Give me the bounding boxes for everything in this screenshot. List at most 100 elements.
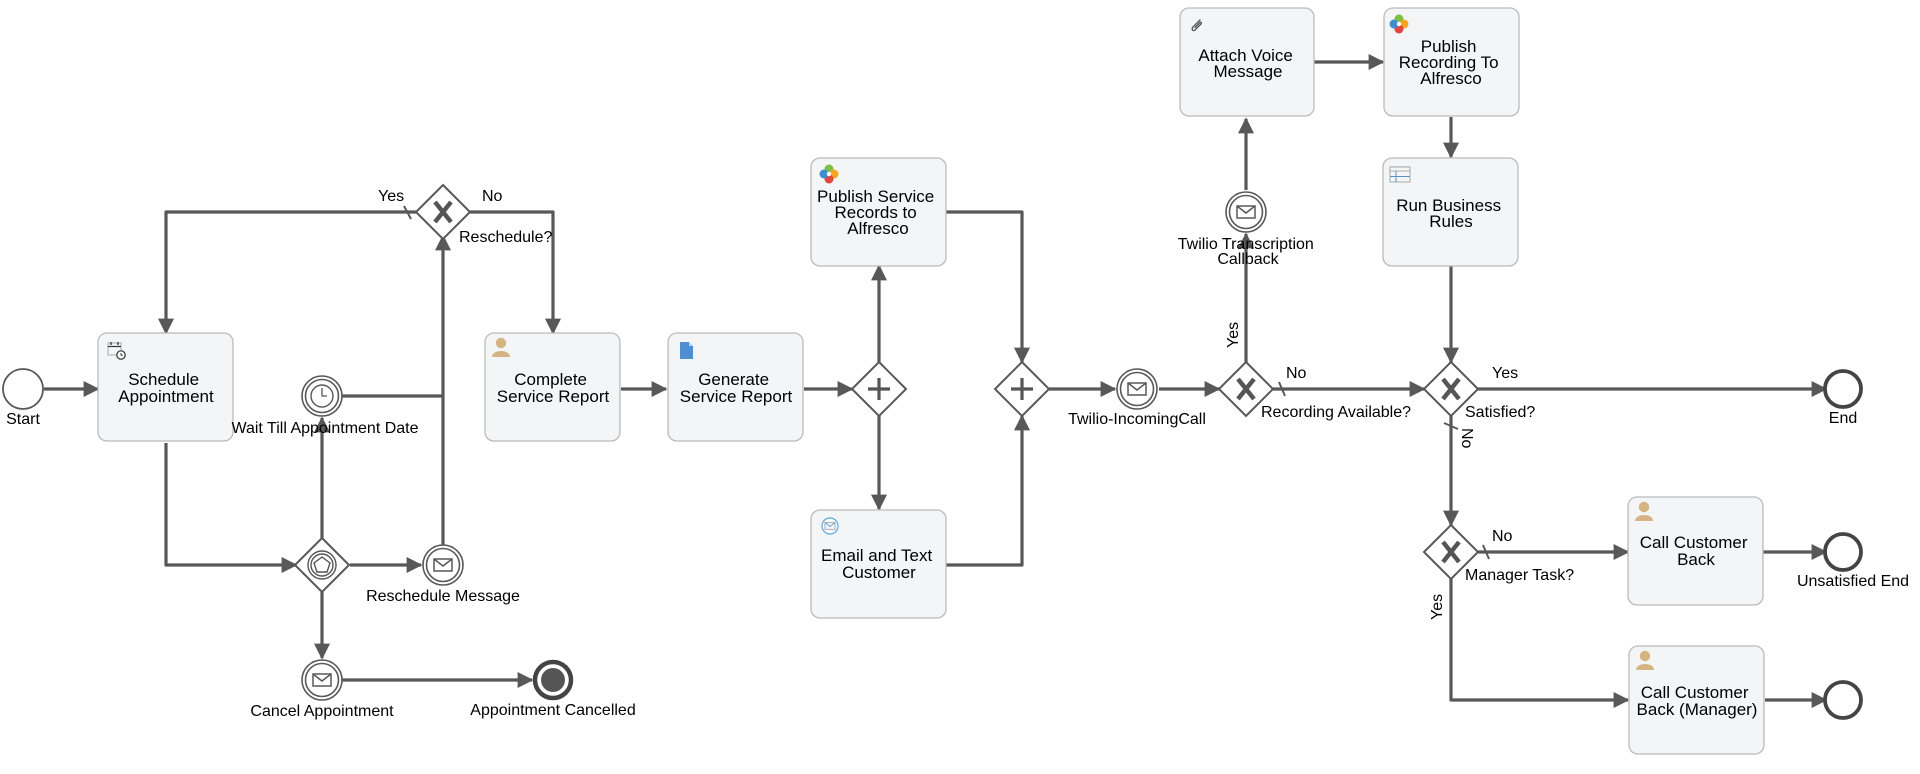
flow-label-no: No	[1492, 528, 1513, 545]
task-label-line: Publish Service	[817, 187, 934, 206]
task-label: Publish Recording To Alfresco	[1399, 37, 1504, 88]
twilio-incoming-call-label: Twilio-IncomingCall	[1068, 411, 1206, 428]
envelope-icon	[433, 558, 453, 572]
flow-email-to-join[interactable]	[945, 414, 1030, 567]
flow-manager-yes[interactable]	[1449, 579, 1630, 708]
task-label-line: Back (Manager)	[1637, 700, 1758, 719]
gateway-recording-available-label: Recording Available?	[1261, 404, 1411, 421]
task-generate-service-report[interactable]: Generate Service Report	[667, 332, 804, 442]
task-label: Call Customer Back (Manager)	[1637, 683, 1758, 719]
reschedule-message-label: Reschedule Message	[366, 588, 520, 605]
gateway-manager-task[interactable]	[1422, 523, 1480, 581]
flow-schedule-to-event-gateway[interactable]	[164, 443, 298, 573]
start-event[interactable]	[2, 368, 44, 410]
exclusive-x-icon	[1236, 377, 1256, 401]
task-label: Run Business Rules	[1396, 196, 1506, 231]
flow-reschedule-no[interactable]	[470, 210, 561, 335]
appointment-cancelled-end-event[interactable]	[532, 659, 574, 701]
start-event-label: Start	[6, 411, 40, 428]
twilio-incoming-call-event[interactable]	[1116, 368, 1158, 410]
task-label-line: Customer	[842, 563, 916, 582]
gateway-reschedule-label: Reschedule?	[459, 229, 553, 246]
sequence-flows	[44, 54, 1828, 708]
task-schedule-appointment[interactable]: Schedule Appointment	[97, 332, 234, 442]
flow-label-yes: Yes	[1429, 594, 1446, 620]
cancel-appointment-label: Cancel Appointment	[250, 703, 394, 720]
flow-publish-to-join[interactable]	[945, 210, 1030, 364]
task-label-line: Email and Text	[821, 546, 932, 565]
user-icon	[1635, 501, 1653, 521]
flow-label-no: No	[1286, 365, 1307, 382]
gateway-manager-task-label: Manager Task?	[1465, 567, 1574, 584]
gateway-satisfied-label: Satisfied?	[1465, 404, 1535, 421]
default-flow-marker	[1482, 544, 1490, 560]
gateway-parallel-join[interactable]	[993, 360, 1051, 418]
parallel-plus-icon	[868, 378, 890, 400]
task-label-line: Records to	[835, 203, 917, 222]
flow-label-yes: Yes	[1492, 365, 1518, 382]
cancel-appointment-event[interactable]	[301, 659, 343, 701]
task-label: Complete Service Report	[497, 370, 610, 406]
task-label-line: Publish	[1421, 37, 1477, 56]
flow-label-yes: Yes	[1225, 322, 1242, 348]
task-label-line: Service Report	[497, 387, 610, 406]
task-label-line: Appointment	[118, 387, 214, 406]
timer-event[interactable]	[301, 375, 343, 417]
gateway-reschedule[interactable]	[414, 183, 472, 241]
task-label: Generate Service Report	[680, 370, 793, 406]
gateway-satisfied[interactable]	[1422, 360, 1480, 418]
task-label-line: Run Business	[1396, 196, 1501, 215]
envelope-icon	[1127, 382, 1147, 396]
flow-label-yes: Yes	[378, 188, 404, 205]
task-publish-service-records[interactable]: Publish Service Records to Alfresco	[810, 157, 947, 267]
event-label-line: Callback	[1217, 251, 1279, 268]
exclusive-x-icon	[1441, 540, 1461, 564]
alfresco-icon	[819, 164, 839, 184]
task-attach-voice-message[interactable]: Attach Voice Message	[1179, 7, 1315, 117]
envelope-icon	[1236, 205, 1256, 219]
paperclip-icon	[1191, 19, 1203, 32]
task-email-and-text-customer[interactable]: Email and Text Customer	[810, 509, 947, 619]
task-label-line: Back	[1677, 550, 1715, 569]
task-label-line: Call Customer	[1640, 533, 1748, 552]
task-label-line: Alfresco	[847, 219, 908, 238]
end-event[interactable]	[1823, 369, 1863, 409]
task-call-customer-back[interactable]: Call Customer Back	[1627, 496, 1764, 606]
default-flow-marker	[403, 205, 412, 220]
task-publish-recording-to-alfresco[interactable]: Publish Recording To Alfresco	[1383, 7, 1520, 117]
task-label: Schedule Appointment	[118, 370, 214, 406]
task-label-line: Rules	[1429, 212, 1472, 231]
task-label: Publish Service Records to Alfresco	[817, 187, 939, 238]
envelope-icon	[821, 517, 839, 535]
task-call-customer-back-manager[interactable]: Call Customer Back (Manager)	[1628, 645, 1765, 755]
gateway-parallel-split[interactable]	[850, 360, 908, 418]
flow-reschedule-yes[interactable]	[158, 210, 416, 335]
task-label: Attach Voice Message	[1198, 46, 1297, 81]
task-complete-service-report[interactable]: Complete Service Report	[484, 332, 621, 442]
unsatisfied-end-event[interactable]	[1823, 532, 1863, 572]
task-label-line: Alfresco	[1420, 69, 1481, 88]
user-icon	[1636, 650, 1654, 670]
task-run-business-rules[interactable]: Run Business Rules	[1382, 157, 1519, 267]
twilio-transcription-callback-label: Twilio Transcription Callback	[1178, 236, 1319, 268]
reschedule-message-event[interactable]	[422, 544, 464, 586]
flow-label-no: No	[1458, 428, 1475, 449]
task-label-line: Schedule	[128, 370, 199, 389]
calendar-icon	[107, 342, 126, 360]
exclusive-x-icon	[1441, 377, 1461, 401]
task-label-line: Service Report	[680, 387, 793, 406]
task-label-line: Attach Voice	[1198, 46, 1293, 65]
task-label-line: Recording To	[1399, 53, 1499, 72]
exclusive-x-icon	[433, 200, 453, 224]
parallel-plus-icon	[1011, 378, 1033, 400]
pentagon-event-icon	[307, 550, 337, 580]
table-icon	[1389, 166, 1411, 183]
task-label: Call Customer Back	[1640, 533, 1752, 569]
gateway-recording-available[interactable]	[1217, 360, 1275, 418]
twilio-transcription-callback-event[interactable]	[1225, 191, 1267, 233]
gateway-event-based[interactable]	[293, 536, 351, 594]
manager-end-event[interactable]	[1823, 680, 1863, 720]
end-event-label: End	[1829, 410, 1857, 427]
alfresco-icon	[1389, 14, 1409, 34]
